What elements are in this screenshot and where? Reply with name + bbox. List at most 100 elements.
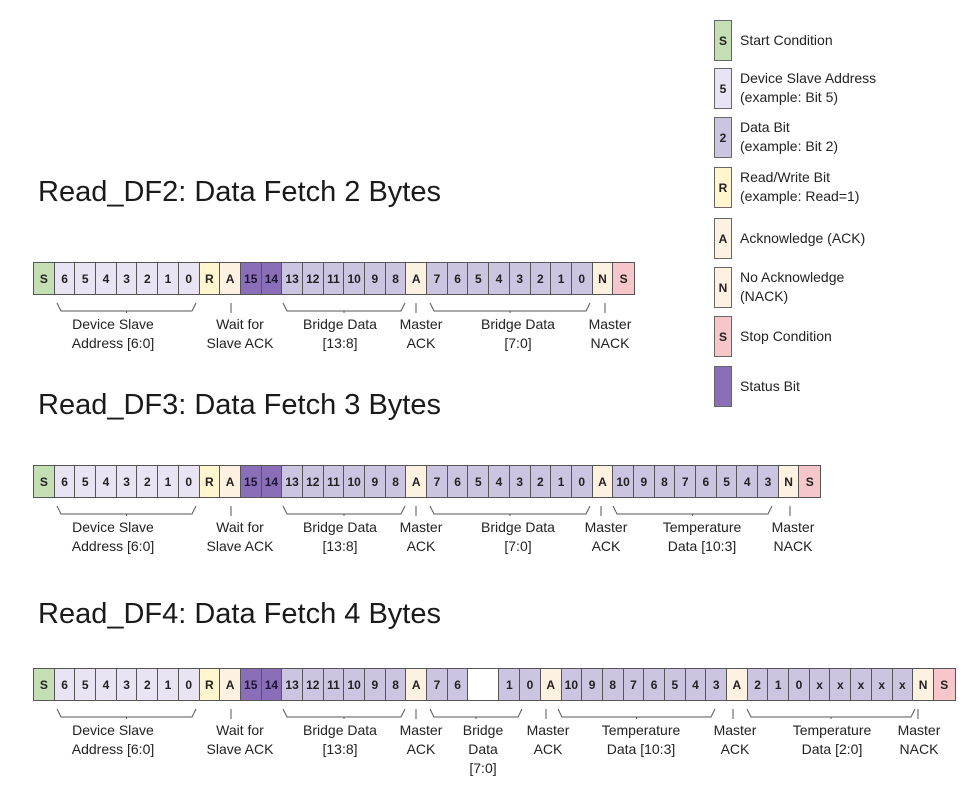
bit-cell-data: 2: [747, 669, 769, 700]
bracket: [429, 302, 591, 313]
bit-cell-data: 5: [468, 466, 490, 497]
bit-cell-data: 4: [489, 466, 510, 497]
bit-cell-nack: N: [592, 263, 614, 294]
field-label-line: Slave ACK: [206, 335, 274, 351]
bit-cell-addr: 0: [178, 669, 200, 700]
legend-swatch-start: S: [714, 20, 732, 61]
field-label-line: ACK: [720, 741, 750, 757]
field-label-line: Wait for: [216, 316, 264, 332]
field-label-line: Temperature: [601, 722, 681, 738]
bit-cell-addr: 0: [178, 466, 200, 497]
legend-label-line: (example: Bit 5): [740, 89, 839, 105]
bit-cell-data: 7: [427, 466, 448, 497]
legend-label-line: Status Bit: [740, 377, 800, 394]
bit-cell-rw: R: [199, 466, 221, 497]
bit-cell-stop: S: [933, 669, 955, 700]
bit-cell-data: 5: [468, 263, 490, 294]
bracket: [612, 505, 773, 516]
legend-label-line: Stop Condition: [740, 327, 832, 344]
bracket: [282, 302, 406, 313]
bit-cell-data: 1: [499, 669, 521, 700]
field-label-line: ACK: [406, 538, 436, 554]
bit-cell-data: 1: [551, 263, 572, 294]
legend-label-line: (example: Read=1): [740, 188, 860, 204]
bit-cell-data: 8: [385, 669, 407, 700]
bit-cell-data: 6: [447, 263, 469, 294]
bit-cell-ack: A: [406, 669, 428, 700]
bit-cell-addr: 1: [158, 263, 179, 294]
bit-cell-data: 10: [561, 669, 583, 700]
legend-label-line: (example: Bit 2): [740, 138, 839, 154]
bit-cell-data: 6: [644, 669, 665, 700]
bracket: [557, 708, 716, 719]
bit-cell-rw: R: [199, 669, 221, 700]
bit-cell-data: 0: [789, 669, 810, 700]
bit-cell-x: x: [851, 669, 872, 700]
bit-cell-nack: N: [778, 466, 800, 497]
bit-cell-data: 1: [768, 669, 790, 700]
field-label-line: Address [6:0]: [71, 335, 155, 351]
bracket: [429, 708, 523, 719]
field-label-line: NACK: [899, 741, 939, 757]
field-label-line: Data [10:3]: [606, 741, 676, 757]
field-label: Bridge Data[13:8]: [280, 315, 400, 353]
bit-cell-status: 15: [240, 466, 262, 497]
field-label-line: Data: [468, 741, 498, 757]
bit-cell-data: 11: [323, 466, 345, 497]
bit-cell-stop: S: [799, 466, 821, 497]
bit-cell-addr: 4: [96, 263, 117, 294]
field-label-line: Bridge Data: [303, 722, 377, 738]
field-label-line: NACK: [590, 335, 630, 351]
bit-cell-data: 12: [302, 669, 324, 700]
field-label-line: Wait for: [216, 519, 264, 535]
bit-cell-data: 5: [716, 466, 738, 497]
field-label-line: Master: [526, 722, 570, 738]
bit-cell-data: 1: [551, 466, 572, 497]
field-label-line: NACK: [773, 538, 813, 554]
bit-cell-addr: 2: [137, 669, 159, 700]
bit-cell-status: 15: [240, 263, 262, 294]
bit-cell-data: 13: [282, 263, 303, 294]
legend-label-stop: Stop Condition: [740, 327, 832, 346]
bit-cell-addr: 2: [137, 466, 159, 497]
bit-cell-status: 15: [240, 669, 262, 700]
bit-cell-addr: 3: [116, 466, 138, 497]
title-read-df3: Read_DF3: Data Fetch 3 Bytes: [38, 389, 441, 421]
bit-cell-addr: 3: [116, 669, 138, 700]
legend-swatch-nack: N: [714, 267, 732, 308]
field-label-line: Master: [399, 519, 443, 535]
field-label-line: Bridge Data: [303, 316, 377, 332]
field-label-line: [7:0]: [469, 760, 497, 776]
legend-label-status: Status Bit: [740, 377, 800, 396]
title-read-df2: Read_DF2: Data Fetch 2 Bytes: [38, 176, 441, 208]
bit-cell-stop: S: [613, 263, 634, 294]
bit-cell-addr: 5: [75, 263, 97, 294]
bit-cell-data: 2: [530, 263, 552, 294]
bit-cell-data: 2: [530, 466, 552, 497]
field-label-line: Temperature: [662, 519, 742, 535]
field-label-line: Master: [588, 316, 632, 332]
bit-cell-ack: A: [727, 669, 748, 700]
bit-cell-data: 0: [571, 466, 593, 497]
field-label-line: Slave ACK: [206, 538, 274, 554]
bit-cell-data: 13: [282, 669, 303, 700]
bit-cell-data: 10: [344, 669, 365, 700]
bit-cell-addr: 6: [54, 263, 76, 294]
field-label-line: ACK: [406, 741, 436, 757]
title-read-df4: Read_DF4: Data Fetch 4 Bytes: [38, 598, 441, 630]
bit-cell-status: 14: [261, 466, 283, 497]
bit-cell-addr: 6: [54, 466, 76, 497]
bracket: [56, 505, 197, 516]
bit-cell-data: 7: [675, 466, 696, 497]
bit-cell-data: 4: [685, 669, 707, 700]
bit-cell-nack: N: [913, 669, 934, 700]
